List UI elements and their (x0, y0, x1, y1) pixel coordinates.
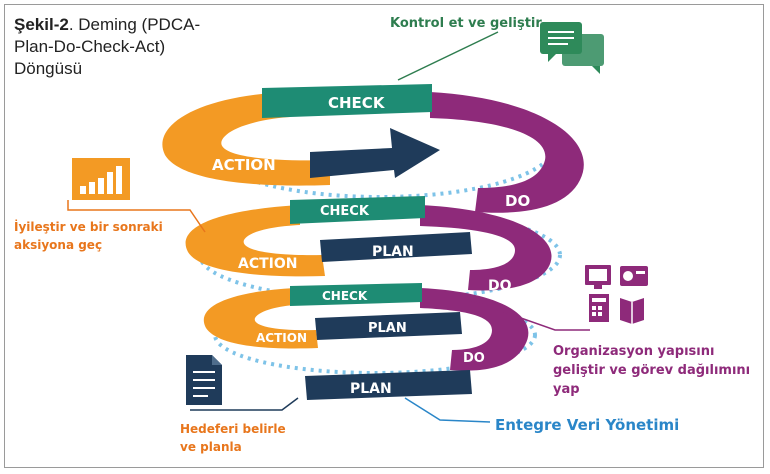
top-action-label: ACTION (212, 156, 276, 174)
middle-do-arc (420, 205, 552, 291)
document-icon (186, 355, 222, 405)
bottom-check-label: CHECK (322, 289, 368, 303)
top-do-label: DO (505, 192, 530, 210)
bottom-do-label: DO (463, 351, 485, 366)
bottom-action-arc (203, 288, 318, 349)
bottom-do-arc (420, 288, 529, 371)
middle-do-label: DO (488, 278, 512, 294)
bottom-action-label: ACTION (256, 331, 307, 345)
label-improve: İyileştir ve bir sonraki aksiyona geç (14, 220, 163, 252)
middle-action-label: ACTION (238, 256, 298, 272)
top-check-label: CHECK (328, 94, 386, 112)
bar-chart-icon (72, 158, 130, 200)
label-goals: Hedeferi belirle ve planla (180, 422, 286, 454)
bottom-plan-band (315, 312, 462, 340)
media-devices-icon (585, 265, 648, 324)
top-plan-arrow (310, 128, 440, 178)
middle-check-label: CHECK (320, 204, 370, 219)
top-check-band (262, 84, 432, 118)
caption-prefix: Şekil-2 (14, 15, 69, 34)
top-do-arc (430, 92, 584, 213)
middle-plan-band (320, 232, 472, 262)
figure-caption: Şekil-2. Deming (PDCA-Plan-Do-Check-Act)… (14, 14, 224, 80)
bottom-plan-label: PLAN (368, 321, 407, 336)
caption-text: . Deming (PDCA-Plan-Do-Check-Act) Döngüs… (14, 15, 201, 78)
label-organize: Organizasyon yapısını geliştir ve görev … (553, 344, 751, 397)
connector-lines (67, 31, 590, 423)
band-labels: CHECK ACTION DO CHECK PLAN ACTION DO CHE… (212, 94, 530, 397)
label-control: Kontrol et ve geliştir (390, 16, 542, 31)
chat-bubbles-icon (540, 22, 604, 74)
middle-check-band (290, 196, 425, 224)
base-plan-band (305, 370, 472, 400)
label-data: Entegre Veri Yönetimi (495, 416, 680, 434)
middle-plan-label: PLAN (372, 244, 414, 260)
bottom-check-band (290, 283, 422, 306)
base-plan-label: PLAN (350, 381, 392, 397)
